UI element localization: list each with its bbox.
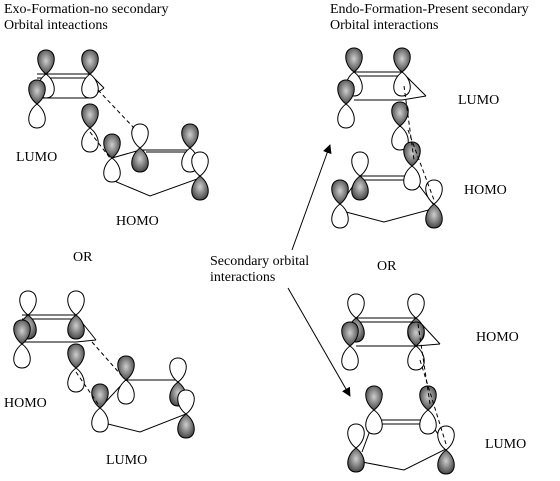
p-orbital-lobe-46 [425,179,443,205]
p-orbital-lobe-41 [351,175,369,201]
exo-title-line1: Exo-Formation-no secondary [4,2,169,17]
exo-top-bond-forming-dash-2 [89,131,111,159]
p-orbital-lobe-20 [13,319,31,345]
exo-or-separator: OR [73,250,93,265]
p-orbital-lobe-18 [67,290,85,316]
p-orbital-lobe-30 [177,389,195,415]
p-orbital-lobe-11 [131,147,149,173]
p-orbital-lobe-61 [347,447,365,473]
p-orbital-lobe-42 [403,141,421,167]
p-orbital-lobe-23 [67,367,85,393]
p-orbital-lobe-63 [437,449,455,475]
p-orbital-lobe-43 [403,165,421,191]
p-orbital-lobe-9 [103,157,121,183]
p-orbital-lobe-48 [347,293,365,319]
p-orbital-lobe-22 [67,343,85,369]
exo-top-dienophile-label: LUMO [16,150,58,165]
p-orbital-lobe-27 [117,379,135,405]
callout-arrow-to-top [291,144,332,251]
endo-bottom-secondary-dash [419,359,447,445]
p-orbital-lobe-4 [28,79,46,105]
p-orbital-lobe-62 [437,425,455,451]
p-orbital-lobe-47 [425,203,443,229]
p-orbital-lobe-37 [337,103,355,129]
exo-bottom-bond-forming-dash [91,341,123,377]
p-orbital-lobe-52 [341,321,359,347]
p-orbital-lobe-60 [347,423,365,449]
p-orbital-lobe-15 [191,175,209,201]
p-orbital-lobe-57 [365,409,383,435]
exo-bottom-dienophile-label: HOMO [4,396,47,411]
p-orbital-lobe-31 [177,413,195,439]
p-orbital-lobe-44 [331,179,349,205]
p-orbital-lobe-19 [67,314,85,340]
p-orbital-lobe-6 [81,103,99,129]
p-orbital-lobe-12 [181,123,199,149]
p-orbital-lobe-28 [169,357,187,383]
exo-top-diene-label: HOMO [116,214,159,229]
endo-top-dienophile-label: LUMO [458,93,500,108]
p-orbital-lobe-40 [351,151,369,177]
endo-bottom-dienophile-frame-2 [356,343,441,347]
endo-title-line2: Orbital interactions [330,18,439,33]
p-orbital-lobe-53 [341,345,359,371]
p-orbital-lobe-2 [81,49,99,75]
endo-or-separator: OR [377,259,397,274]
callout-arrow-to-bottom [287,287,351,397]
p-orbital-lobe-7 [81,127,99,153]
p-orbital-lobe-39 [391,125,409,151]
p-orbital-lobe-5 [28,103,46,129]
p-orbital-lobe-36 [337,79,355,105]
p-orbital-lobe-56 [365,385,383,411]
p-orbital-lobe-0 [37,49,55,75]
endo-title-line1: Endo-Formation-Present secondary [330,2,529,17]
p-orbital-lobe-59 [419,409,437,435]
p-orbital-lobe-25 [91,407,109,433]
p-orbital-lobe-3 [81,73,99,99]
p-orbital-lobe-50 [407,293,425,319]
exo-bottom-dienophile-frame-2 [22,339,97,343]
p-orbital-lobe-32 [345,47,363,73]
p-orbital-lobe-45 [331,203,349,229]
p-orbital-lobe-38 [391,101,409,127]
p-orbital-lobe-54 [407,321,425,347]
p-orbital-lobe-35 [393,71,411,97]
p-orbital-lobe-24 [91,383,109,409]
endo-top-diene-label: HOMO [464,183,507,198]
exo-title-line2: Orbital inteactions [4,18,108,33]
exo-bottom-diene-label: LUMO [106,453,148,468]
p-orbital-lobe-55 [407,345,425,371]
p-orbital-lobe-34 [393,47,411,73]
callout-line1: Secondary orbital [210,254,310,269]
p-orbital-lobe-26 [117,355,135,381]
callout-line2: interactions [210,270,276,285]
p-orbital-lobe-58 [419,385,437,411]
p-orbital-lobe-16 [19,290,37,316]
p-orbital-lobe-8 [103,133,121,159]
endo-top-dienophile-frame-2 [354,95,427,101]
p-orbital-lobe-14 [191,151,209,177]
p-orbital-lobe-10 [131,123,149,149]
p-orbital-lobe-21 [13,343,31,369]
endo-bottom-dienophile-label: HOMO [476,330,519,345]
endo-top-primary-dash [403,85,415,161]
exo-top-bond-forming-dash [97,89,135,129]
endo-bottom-diene-label: LUMO [485,437,527,452]
endo-top-secondary-dash [407,129,435,201]
